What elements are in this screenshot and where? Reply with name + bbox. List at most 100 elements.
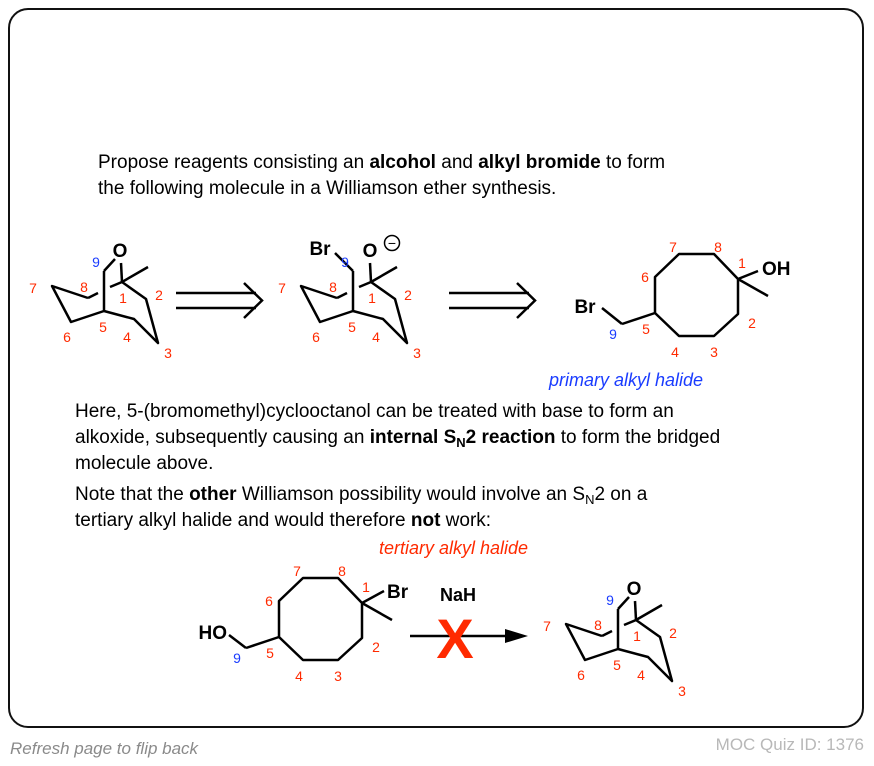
bond bbox=[737, 269, 759, 281]
atom-number-1: 1 bbox=[362, 579, 370, 595]
bond bbox=[564, 603, 674, 683]
bromine-atom: Br bbox=[574, 297, 596, 318]
atom-number-2: 2 bbox=[404, 287, 412, 303]
oxygen-atom: O bbox=[363, 241, 378, 262]
retro-arrow-1 bbox=[176, 282, 264, 319]
bond bbox=[737, 277, 769, 298]
atom-number-2: 2 bbox=[155, 287, 163, 303]
bold-text: other bbox=[189, 484, 237, 505]
text: Here, 5-(bromomethyl)cyclooctanol can be… bbox=[75, 401, 674, 422]
atom-number-5: 5 bbox=[266, 645, 274, 661]
bond bbox=[617, 596, 630, 610]
bold-text: internal S bbox=[369, 427, 457, 448]
text: work: bbox=[440, 510, 492, 531]
bromine-atom: Br bbox=[309, 239, 331, 260]
bond bbox=[228, 634, 247, 649]
atom-number-7: 7 bbox=[669, 239, 677, 255]
atom-number-9: 9 bbox=[609, 326, 617, 342]
atom-number-3: 3 bbox=[678, 683, 686, 699]
atom-number-3: 3 bbox=[164, 345, 172, 361]
bridge-bond bbox=[336, 291, 348, 300]
negative-charge-icon bbox=[383, 234, 401, 252]
text: alkoxide, subsequently causing an bbox=[75, 427, 370, 448]
bond bbox=[368, 262, 373, 283]
atom-number-7: 7 bbox=[543, 618, 551, 634]
tertiary-halide-tag: tertiary alkyl halide bbox=[379, 538, 529, 558]
quiz-id: MOC Quiz ID: 1376 bbox=[715, 735, 864, 754]
atom-number-9: 9 bbox=[606, 592, 614, 608]
atom-number-4: 4 bbox=[123, 329, 131, 345]
text: and bbox=[435, 152, 479, 173]
atom-number-5: 5 bbox=[613, 657, 621, 673]
bond bbox=[633, 600, 638, 621]
atom-number-1: 1 bbox=[738, 255, 746, 271]
atom-number-6: 6 bbox=[577, 667, 585, 683]
bridge-bond bbox=[87, 291, 99, 300]
text: 2 on a bbox=[594, 484, 648, 505]
quiz-card[interactable] bbox=[8, 8, 864, 728]
bromine-atom: Br bbox=[387, 582, 409, 603]
note-text: Note that the other Williamson possibili… bbox=[75, 482, 647, 534]
text: to form the bridged bbox=[555, 427, 721, 448]
bond bbox=[50, 265, 160, 345]
atom-number-6: 6 bbox=[641, 269, 649, 285]
atom-number-1: 1 bbox=[633, 628, 641, 644]
atom-number-3: 3 bbox=[413, 345, 421, 361]
atom-number-4: 4 bbox=[295, 668, 303, 684]
atom-number-2: 2 bbox=[748, 315, 756, 331]
subscript: N bbox=[456, 435, 466, 450]
atom-number-7: 7 bbox=[293, 563, 301, 579]
atom-number-2: 2 bbox=[372, 639, 380, 655]
primary-halide-tag: primary alkyl halide bbox=[549, 370, 704, 390]
bond bbox=[334, 252, 354, 272]
atom-number-8: 8 bbox=[329, 279, 337, 295]
atom-number-5: 5 bbox=[642, 321, 650, 337]
atom-number-9: 9 bbox=[341, 254, 349, 270]
atom-number-2: 2 bbox=[669, 625, 677, 641]
fail-x-icon: X bbox=[436, 607, 473, 670]
atom-number-4: 4 bbox=[637, 667, 645, 683]
text: to form bbox=[600, 152, 666, 173]
bold-alcohol: alcohol bbox=[369, 152, 436, 173]
bond bbox=[245, 635, 280, 650]
question-text: Propose reagents consisting an alcohol a… bbox=[98, 150, 665, 202]
atom-number-3: 3 bbox=[334, 668, 342, 684]
reagent-label: NaH bbox=[440, 585, 476, 605]
atom-number-9: 9 bbox=[92, 254, 100, 270]
flip-back-hint[interactable]: Refresh page to flip back bbox=[10, 739, 199, 758]
bond bbox=[361, 589, 385, 605]
bold-alkyl-bromide: alkyl bromide bbox=[478, 152, 601, 173]
hydroxyl-group: OH bbox=[762, 259, 791, 280]
oxygen-atom: O bbox=[627, 579, 642, 600]
atom-number-8: 8 bbox=[338, 563, 346, 579]
bond bbox=[653, 252, 740, 338]
atom-number-5: 5 bbox=[99, 319, 107, 335]
charge-sign: − bbox=[388, 235, 396, 251]
atom-number-8: 8 bbox=[594, 617, 602, 633]
bond bbox=[119, 262, 124, 283]
bond bbox=[299, 265, 409, 345]
bond bbox=[277, 576, 364, 662]
atom-number-7: 7 bbox=[278, 280, 286, 296]
atom-number-3: 3 bbox=[710, 344, 718, 360]
hydroxyl-group: HO bbox=[199, 623, 228, 644]
atom-number-1: 1 bbox=[119, 290, 127, 306]
bond bbox=[601, 307, 623, 325]
bond bbox=[621, 311, 656, 326]
atom-number-7: 7 bbox=[29, 280, 37, 296]
text: molecule above. bbox=[75, 453, 214, 474]
atom-number-4: 4 bbox=[671, 344, 679, 360]
bond bbox=[103, 258, 116, 272]
atom-number-5: 5 bbox=[348, 319, 356, 335]
bold-text: not bbox=[410, 510, 441, 531]
bold-text: 2 reaction bbox=[465, 427, 556, 448]
bridge-bond bbox=[623, 618, 637, 627]
oxygen-atom: O bbox=[113, 241, 128, 262]
bridge-bond bbox=[358, 280, 372, 289]
